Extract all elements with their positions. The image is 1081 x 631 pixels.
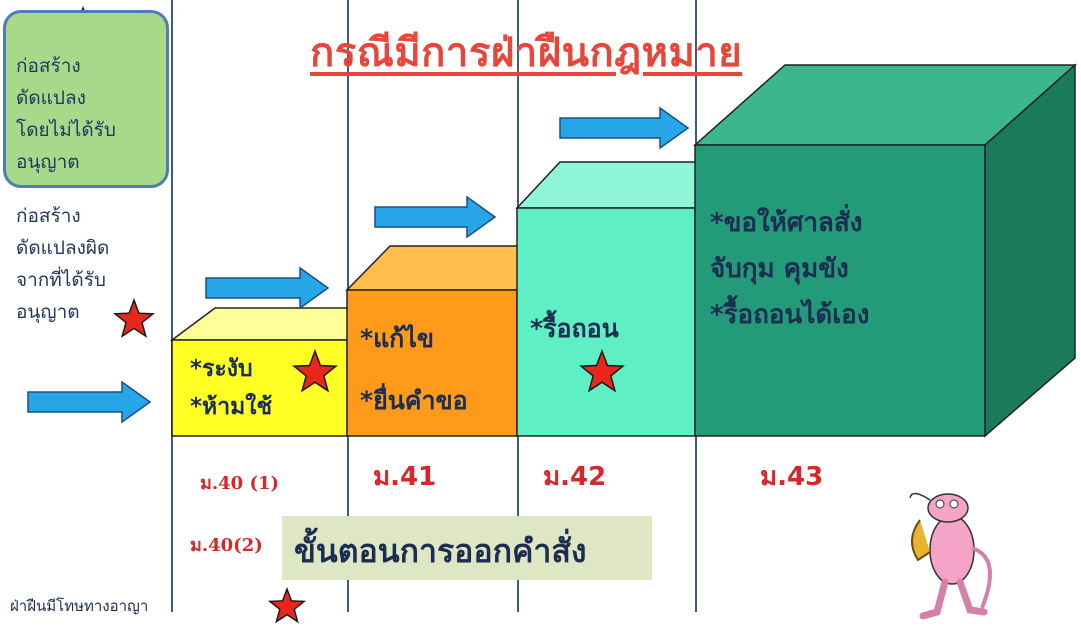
stage-1-text: *ระงับ *ห้ามใช้	[190, 356, 273, 420]
section-label-42: ม.42	[543, 462, 607, 492]
section-label-40-1: ม.40 (1)	[200, 473, 280, 494]
arrow-right-icon	[374, 195, 497, 239]
stage-4-text: *ขอให้ศาลสั่ง จับกุม คุมขัง *รื้อถอนได้เ…	[710, 208, 870, 330]
unlicensed-construction-box	[3, 10, 169, 188]
star-icon	[267, 586, 307, 624]
divider-line-1	[171, 0, 173, 612]
unlicensed-construction-text: ก่อสร้าง ดัดแปลง โดยไม่ได้รับ อนุญาต	[16, 55, 116, 173]
process-label: ขั้นตอนการออกคำสั่ง	[294, 532, 587, 570]
stage-3-text: *รื้อถอน	[530, 314, 619, 343]
criminal-penalty-note: ฝ่าฝืนมีโทษทางอาญา	[10, 597, 149, 615]
stage-2-text: *แก้ไข *ยื่นคำขอ	[360, 324, 468, 415]
arrow-right-icon	[559, 106, 690, 150]
arrow-right-icon	[27, 380, 152, 424]
stage-block-1	[169, 307, 393, 437]
section-label-43: ม.43	[760, 462, 824, 492]
star-icon	[579, 348, 625, 393]
arrow-right-icon	[205, 266, 330, 310]
pink-panther-saxophone-icon	[909, 492, 992, 620]
nonconforming-construction-text: ก่อสร้าง ดัดแปลงผิด จากที่ได้รับ อนุญาต	[16, 205, 110, 323]
section-label-41: ม.41	[373, 462, 437, 492]
stage-block-4	[693, 63, 1077, 438]
process-label-box	[282, 516, 652, 580]
star-icon	[112, 297, 156, 338]
stage-block-2	[345, 245, 562, 437]
section-label-40-2: ม.40(2)	[190, 535, 263, 556]
page-title: กรณีมีการฝ่าฝืนกฎหมาย	[310, 30, 743, 76]
star-icon	[292, 348, 338, 393]
